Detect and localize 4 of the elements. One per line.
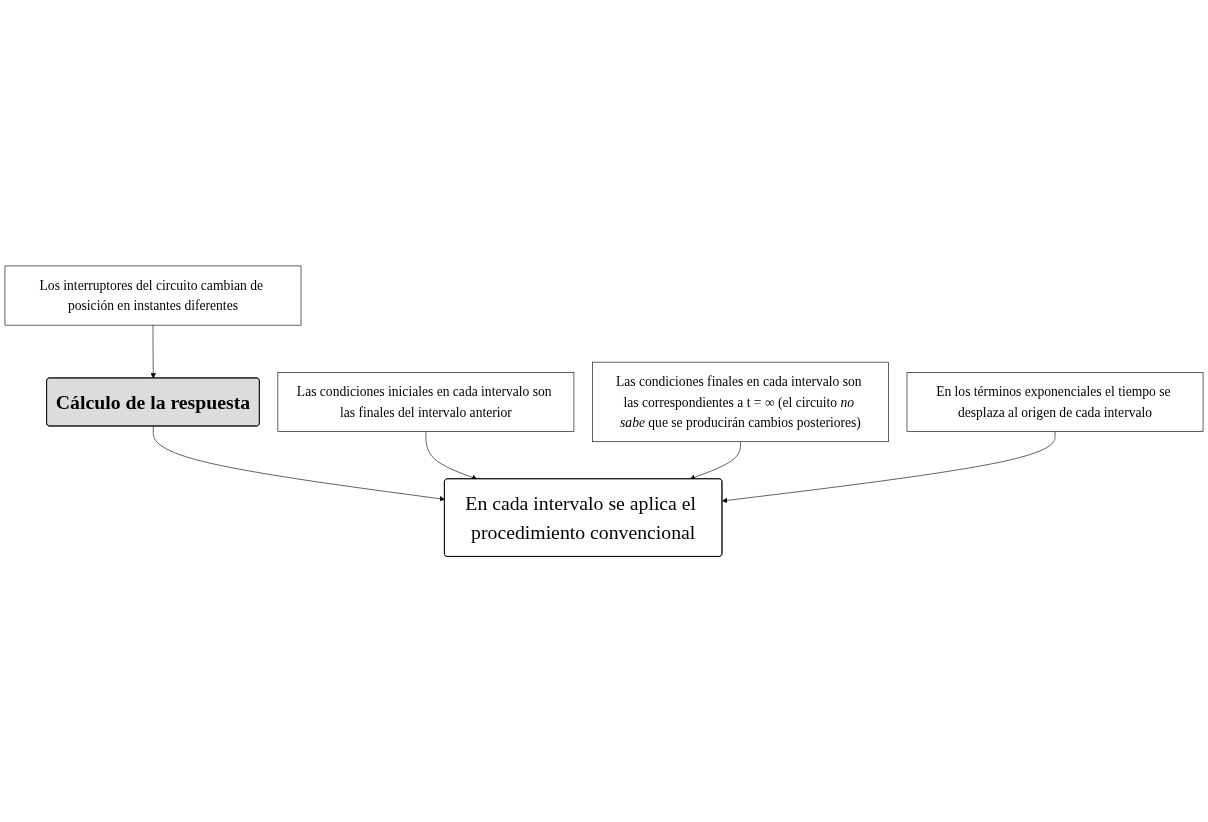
node-box: Las condiciones finales en cada intervalo son las correspondientes a t = ∞ (el circuito no sabe que se producirán cambios posteriores) [592, 361, 889, 442]
node-box: Los interruptores del circuito cambian de posición en instantes diferentes [4, 265, 302, 326]
node-box: En los términos exponenciales el tiempo se desplaza al origen de cada intervalo [906, 371, 1204, 432]
node-box: Las condiciones iniciales en cada intervalo son las finales del intervalo anterior [277, 371, 575, 432]
